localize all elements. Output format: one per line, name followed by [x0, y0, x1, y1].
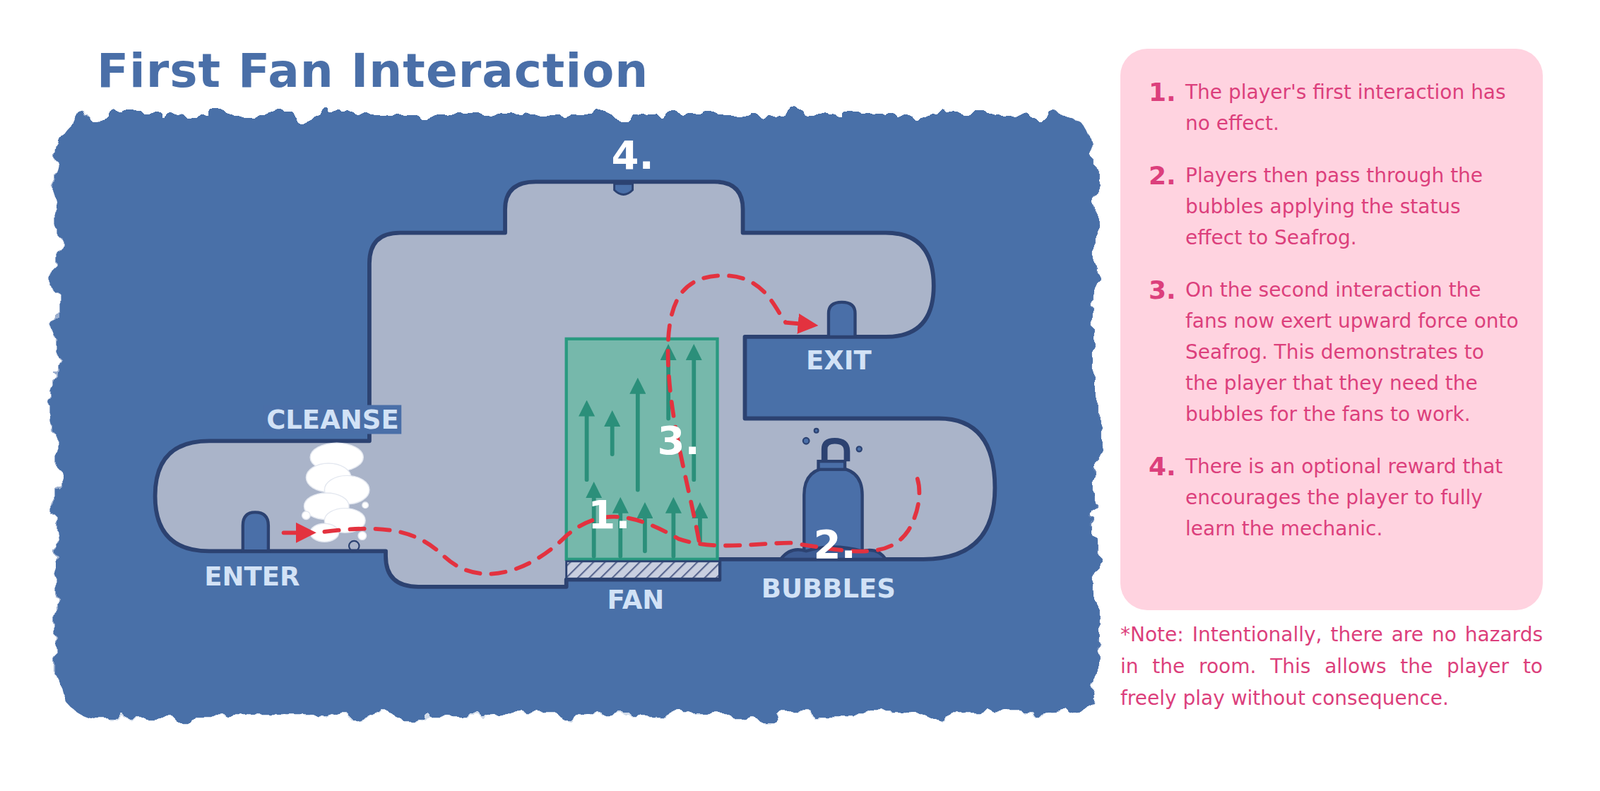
diagram-title: First Fan Interaction [96, 43, 649, 99]
rock-ground [55, 114, 1097, 717]
airflow-arrow [584, 408, 590, 480]
list-number: 4. [1148, 451, 1186, 483]
list-number: 3. [1148, 274, 1186, 306]
list-text: There is an optional reward that encoura… [1185, 451, 1522, 545]
area-label: EXIT [806, 346, 872, 373]
list-text: The player's first interaction has no ef… [1185, 76, 1522, 140]
notes-panel: 1.The player's first interaction has no … [1120, 48, 1543, 611]
area-label: BUBBLES [761, 575, 896, 602]
fan-base [566, 561, 720, 580]
callout-number: 3. [656, 421, 700, 461]
note-item: 3.On the second interaction the fans now… [1148, 274, 1522, 431]
list-text: Players then pass through the bubbles ap… [1185, 160, 1522, 254]
callout-number: 2. [813, 524, 856, 565]
area-label: CLEANSE [263, 404, 402, 434]
note-item: 1.The player's first interaction has no … [1148, 76, 1522, 140]
exit-door [828, 302, 856, 337]
list-text: On the second interaction the fans now e… [1185, 274, 1522, 431]
enter-door [243, 512, 269, 551]
airflow-arrow [691, 352, 696, 481]
callout-number: 4. [611, 135, 654, 176]
airflow-arrow [642, 510, 648, 552]
cleanse-cloud [302, 442, 370, 551]
note-item: 2.Players then pass through the bubbles … [1148, 160, 1522, 254]
footnote: *Note: Intentionally, there are no hazar… [1120, 618, 1543, 715]
airflow-arrow [635, 385, 640, 490]
airflow-arrow [671, 505, 676, 556]
cave-room [155, 181, 996, 587]
area-label: ENTER [204, 563, 300, 590]
list-number: 1. [1148, 76, 1186, 109]
reward-item [614, 183, 633, 195]
airflow-arrows [587, 352, 701, 557]
airflow-arrow [610, 418, 615, 455]
callout-number: 1. [587, 495, 631, 535]
area-label: FAN [607, 587, 665, 614]
note-item: 4.There is an optional reward that encou… [1148, 451, 1522, 545]
list-number: 2. [1148, 160, 1186, 192]
